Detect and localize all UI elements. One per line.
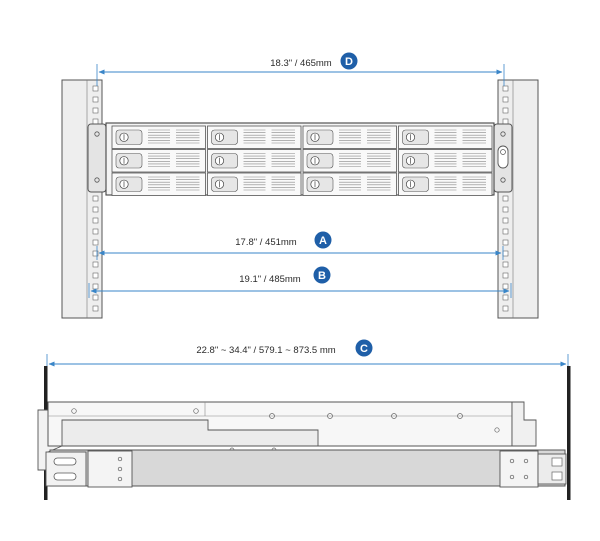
rack-hole (92, 217, 99, 224)
drive-bay (398, 149, 493, 173)
rack-hole (92, 305, 99, 312)
rack-hole (502, 305, 509, 312)
rack-hole (92, 85, 99, 92)
drive-bay (302, 172, 397, 196)
dimension-b: 19.1" / 485mm B (88, 266, 512, 298)
drive-bay (398, 172, 493, 196)
dimension-d: 18.3" / 465mm D (96, 52, 505, 86)
drive-bay (302, 125, 397, 149)
rack-hole (92, 250, 99, 257)
front-view: 18.3" / 465mm D 17.8" / 451mm (61, 52, 539, 319)
rack-post-right (497, 79, 539, 319)
badge-d-label: D (345, 56, 353, 68)
rack-hole (502, 261, 509, 268)
rack-hole (502, 250, 509, 257)
rack-hole (502, 96, 509, 103)
side-view: 22.8" ~ 34.4" / 579.1 ~ 873.5 mm C (37, 339, 571, 500)
badge-c-label: C (360, 343, 368, 355)
rack-hole (502, 239, 509, 246)
rack-post-left (61, 79, 103, 319)
rack-hole (92, 118, 99, 125)
rack-hole (92, 283, 99, 290)
rack-hole (502, 107, 509, 114)
rear-bracket (499, 450, 567, 488)
rack-hole (502, 206, 509, 213)
rack-upright-rear (567, 366, 571, 500)
badge-d (340, 52, 358, 70)
rack-hole (502, 85, 509, 92)
drive-bay (207, 172, 302, 196)
dimension-d-label: 18.3" / 465mm (270, 58, 332, 69)
rack-hole (92, 107, 99, 114)
rack-hole (502, 195, 509, 202)
dimension-c-label: 22.8" ~ 34.4" / 579.1 ~ 873.5 mm (196, 345, 335, 356)
dimension-a: 17.8" / 451mm A (96, 231, 504, 260)
rack-hole (502, 272, 509, 279)
drive-bay (207, 125, 302, 149)
rack-hole (92, 228, 99, 235)
rack-hole (92, 294, 99, 301)
rack-hole (92, 261, 99, 268)
rack-hole (502, 294, 509, 301)
drive-bay (111, 149, 206, 173)
nas-chassis (87, 122, 513, 196)
drive-bay (111, 172, 206, 196)
rack-hole (502, 118, 509, 125)
rack-hole (502, 283, 509, 290)
dimension-c: 22.8" ~ 34.4" / 579.1 ~ 873.5 mm C (46, 339, 569, 372)
rack-hole (502, 217, 509, 224)
rack-hole (92, 272, 99, 279)
drive-bay (398, 125, 493, 149)
badge-b (313, 266, 331, 284)
front-bracket (45, 450, 133, 488)
rack-hole (502, 228, 509, 235)
drive-bay (111, 125, 206, 149)
rack-hole (92, 239, 99, 246)
drive-bay (207, 149, 302, 173)
badge-c (355, 339, 373, 357)
badge-a (314, 231, 332, 249)
drive-bay (302, 149, 397, 173)
rack-hole (92, 195, 99, 202)
rack-hole (92, 96, 99, 103)
rack-hole (92, 206, 99, 213)
badge-a-label: A (319, 235, 327, 247)
dimension-a-label: 17.8" / 451mm (235, 237, 297, 248)
dimension-b-label: 19.1" / 485mm (239, 274, 301, 285)
badge-b-label: B (318, 270, 326, 282)
